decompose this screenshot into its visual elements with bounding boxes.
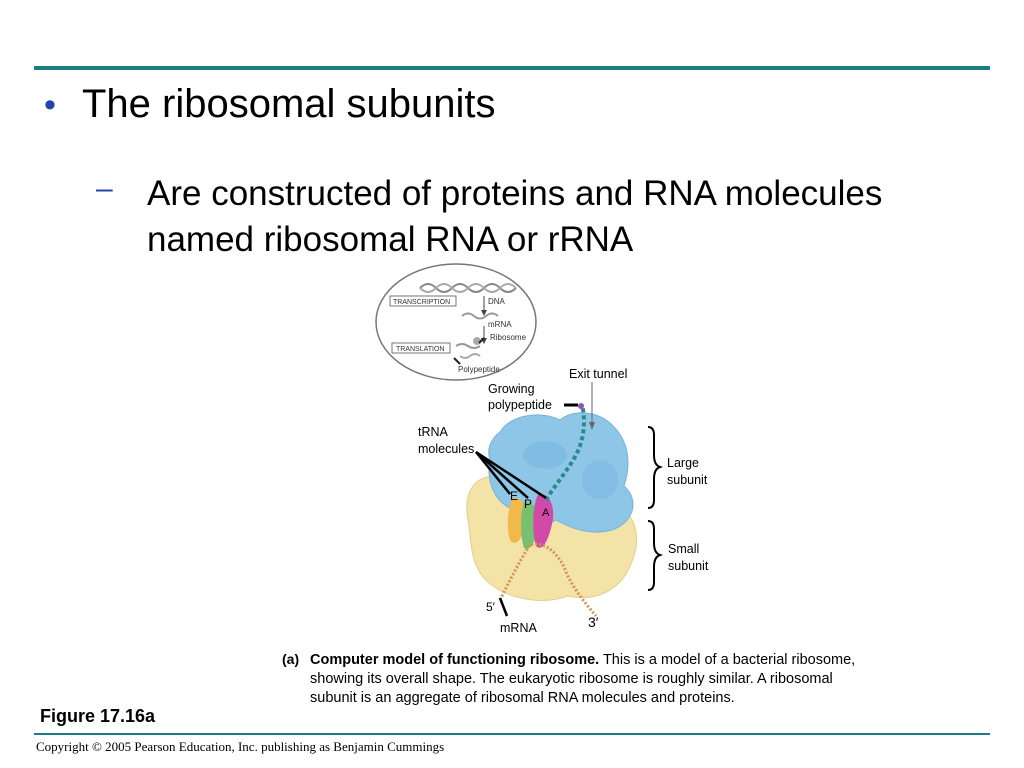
- site-p-label: P: [524, 497, 532, 511]
- ribosome-label: Ribosome: [490, 333, 527, 342]
- small-label: Small: [668, 542, 699, 556]
- transcription-label: TRANSCRIPTION: [393, 299, 450, 306]
- polypeptide-main-label: polypeptide: [488, 398, 552, 412]
- figure-caption: Computer model of functioning ribosome. …: [310, 651, 880, 708]
- small-subunit-brace: [647, 520, 664, 591]
- bullet-heading: The ribosomal subunits: [82, 82, 496, 126]
- small-subunit-label: subunit: [668, 559, 709, 573]
- large-label: Large: [667, 456, 699, 470]
- exit-tunnel-label: Exit tunnel: [569, 367, 627, 381]
- copyright: Copyright © 2005 Pearson Education, Inc.…: [36, 739, 445, 754]
- translation-label: TRANSLATION: [396, 346, 445, 353]
- mrna-strand: [498, 542, 598, 617]
- mrna-wave: [461, 312, 499, 320]
- caption-text: This is a model of a bacterial ribosome,…: [310, 652, 856, 706]
- figure-label: Figure 17.16a: [40, 706, 156, 726]
- molecules-label: molecules: [418, 442, 474, 456]
- mrna-inset-label: mRNA: [488, 320, 512, 329]
- growing-label: Growing: [488, 382, 535, 396]
- site-a-label: A: [542, 507, 550, 519]
- dna-label: DNA: [488, 297, 506, 306]
- large-subunit-brace: [647, 426, 664, 509]
- bullet-icon: •: [44, 86, 56, 124]
- mrna-label: mRNA: [500, 621, 537, 635]
- sub-bullet-text: Are constructed of proteins and RNA mole…: [147, 174, 883, 259]
- polypeptide-chain: [544, 404, 586, 502]
- five-prime-label: 5′: [486, 600, 496, 614]
- bottom-rule: [34, 733, 990, 735]
- top-rule: [34, 66, 990, 70]
- large-subunit-label: subunit: [667, 473, 708, 487]
- site-e-label: E: [510, 489, 518, 503]
- ribosome-model: [466, 403, 637, 617]
- inset-diagram: TRANSCRIPTION TRANSLATION DNA mRNA Ribos…: [375, 263, 537, 381]
- trna-a: [533, 493, 554, 548]
- cell-outline: [375, 263, 537, 381]
- dash-icon: –: [96, 172, 113, 205]
- caption-tag: (a): [282, 651, 300, 667]
- caption-bold: Computer model of functioning ribosome.: [310, 652, 600, 668]
- three-prime-label: 3′: [588, 614, 599, 630]
- trna-label: tRNA: [418, 425, 449, 439]
- polypeptide-label: Polypeptide: [458, 365, 500, 374]
